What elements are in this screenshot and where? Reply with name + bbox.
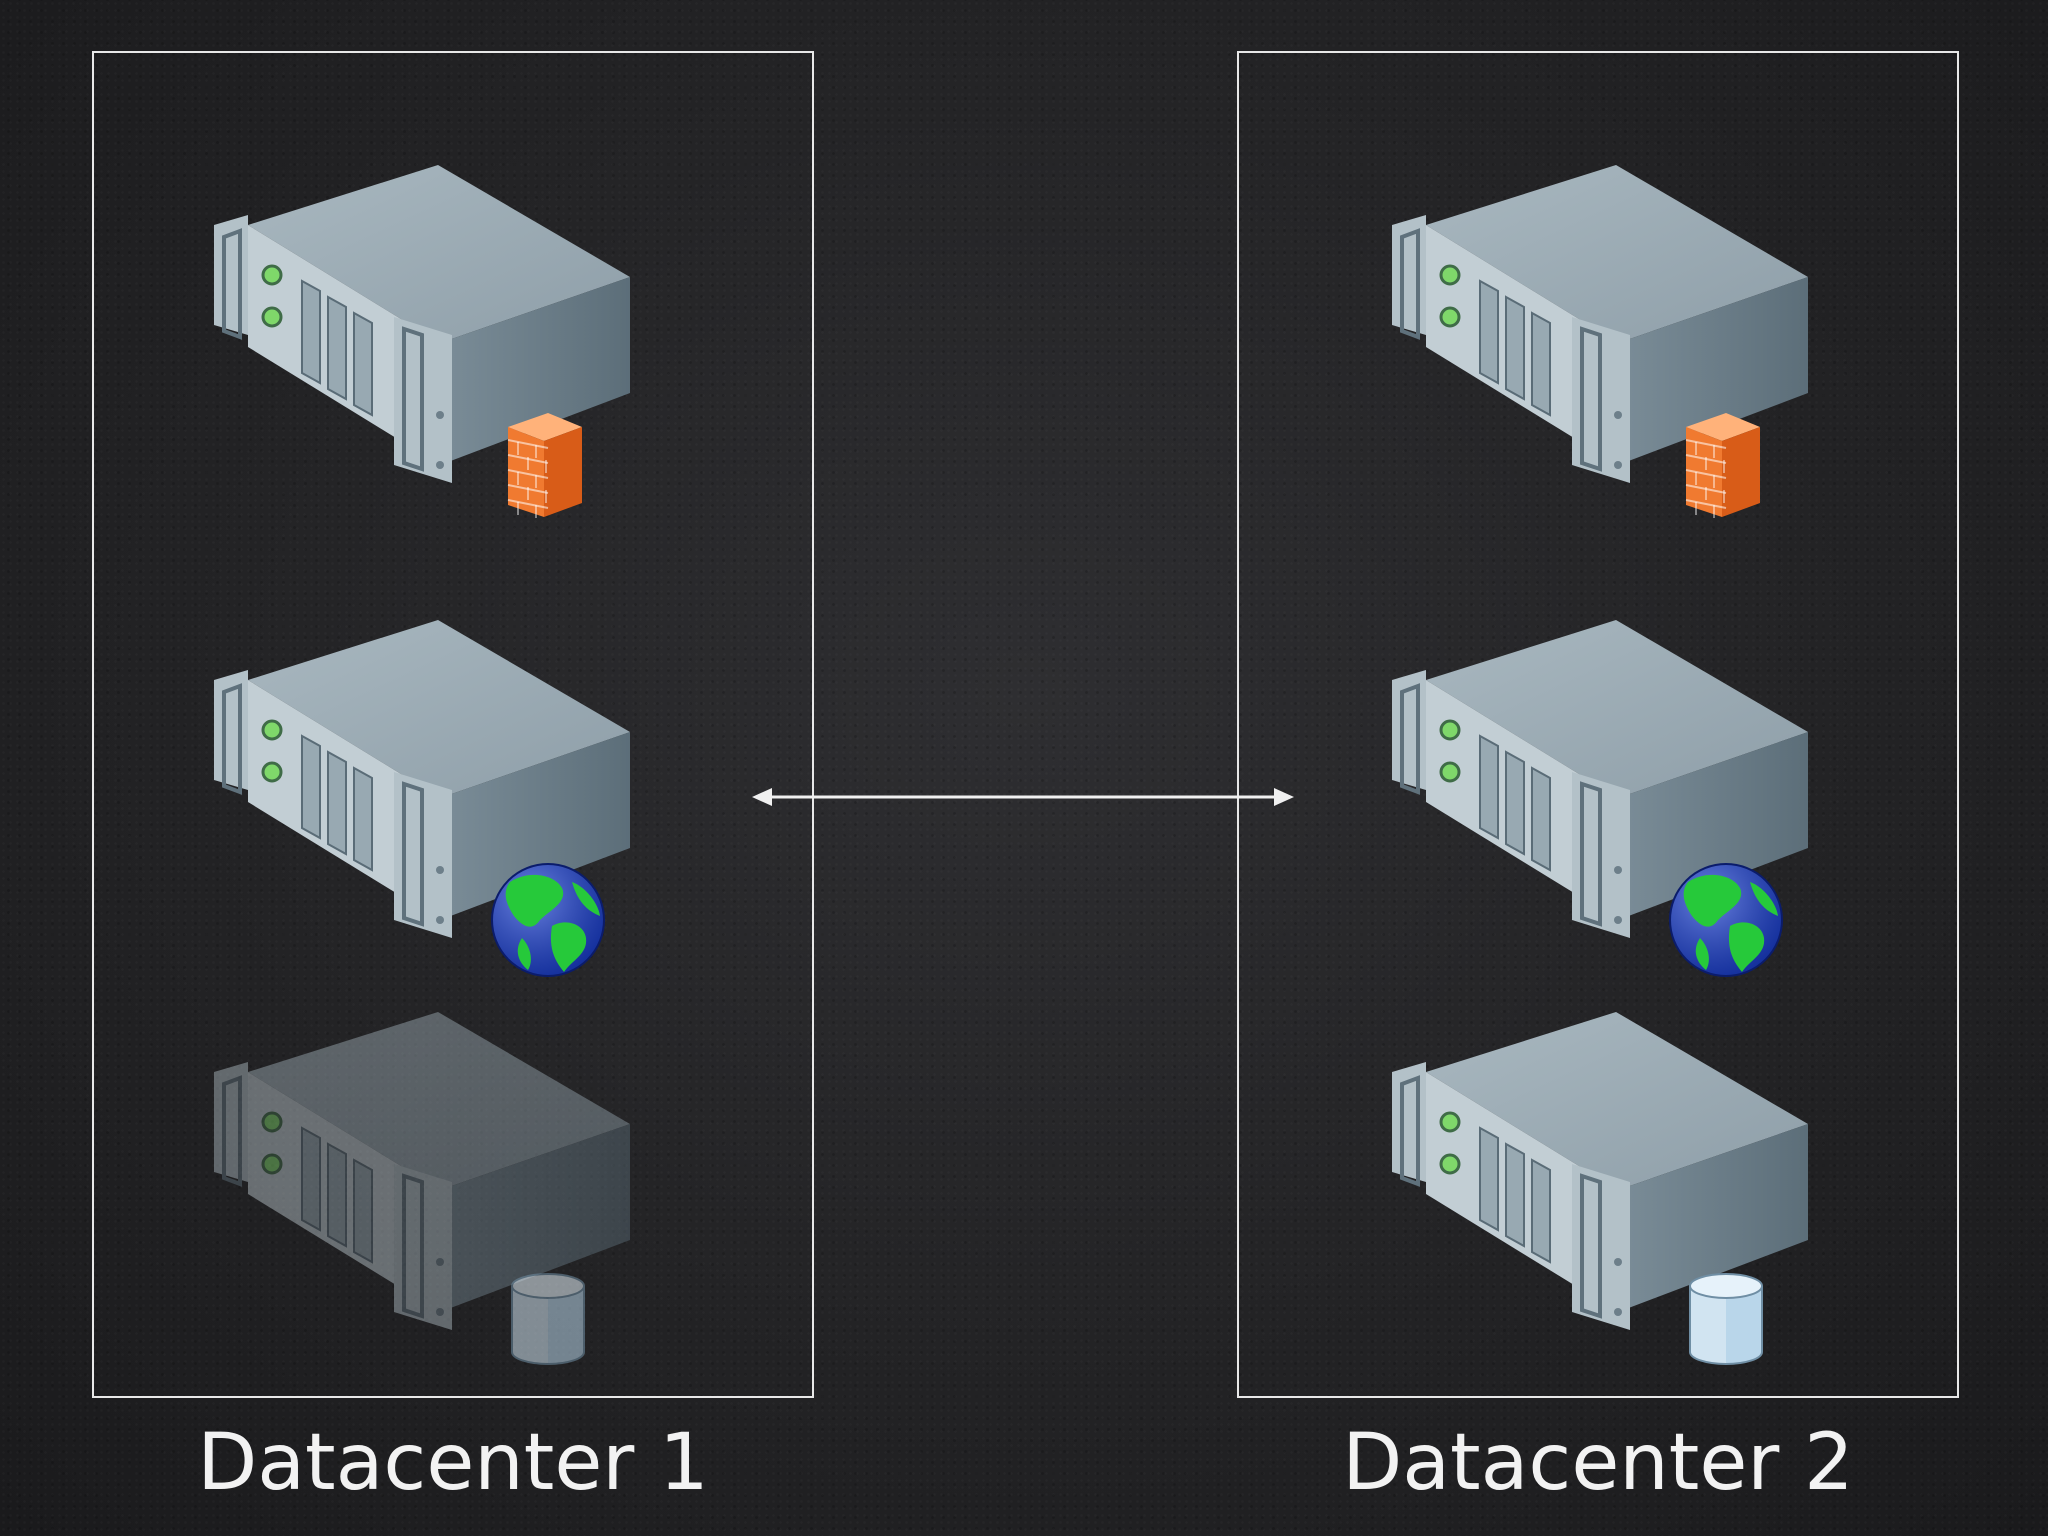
globe-icon [491,863,605,977]
datacenter-1-label: Datacenter 1 [197,1418,709,1508]
rack-server-icon [1392,620,1808,938]
database-icon [1689,1273,1763,1365]
globe-icon [1669,863,1783,977]
rack-server-icon [214,620,630,938]
dc2-database-server [1388,1012,1818,1382]
rack-server-icon [214,1012,630,1330]
dc1-database-server [210,1012,640,1382]
datacenter-2-label: Datacenter 2 [1342,1418,1854,1508]
link-arrowhead-left [752,788,772,806]
rack-server-icon [1392,165,1808,483]
database-icon [511,1273,585,1365]
dc2-firewall-server [1388,165,1818,535]
link-arrowhead-right [1274,788,1294,806]
bidirectional-link-arrow [752,788,1294,806]
firewall-icon [507,413,582,518]
datacenter-2-box [1237,51,1959,1398]
dc2-web-server [1388,620,1818,990]
firewall-icon [1685,413,1760,518]
dc1-web-server [210,620,640,990]
rack-server-icon [214,165,630,483]
datacenter-1-box [92,51,814,1398]
dc1-firewall-server [210,165,640,535]
rack-server-icon [1392,1012,1808,1330]
